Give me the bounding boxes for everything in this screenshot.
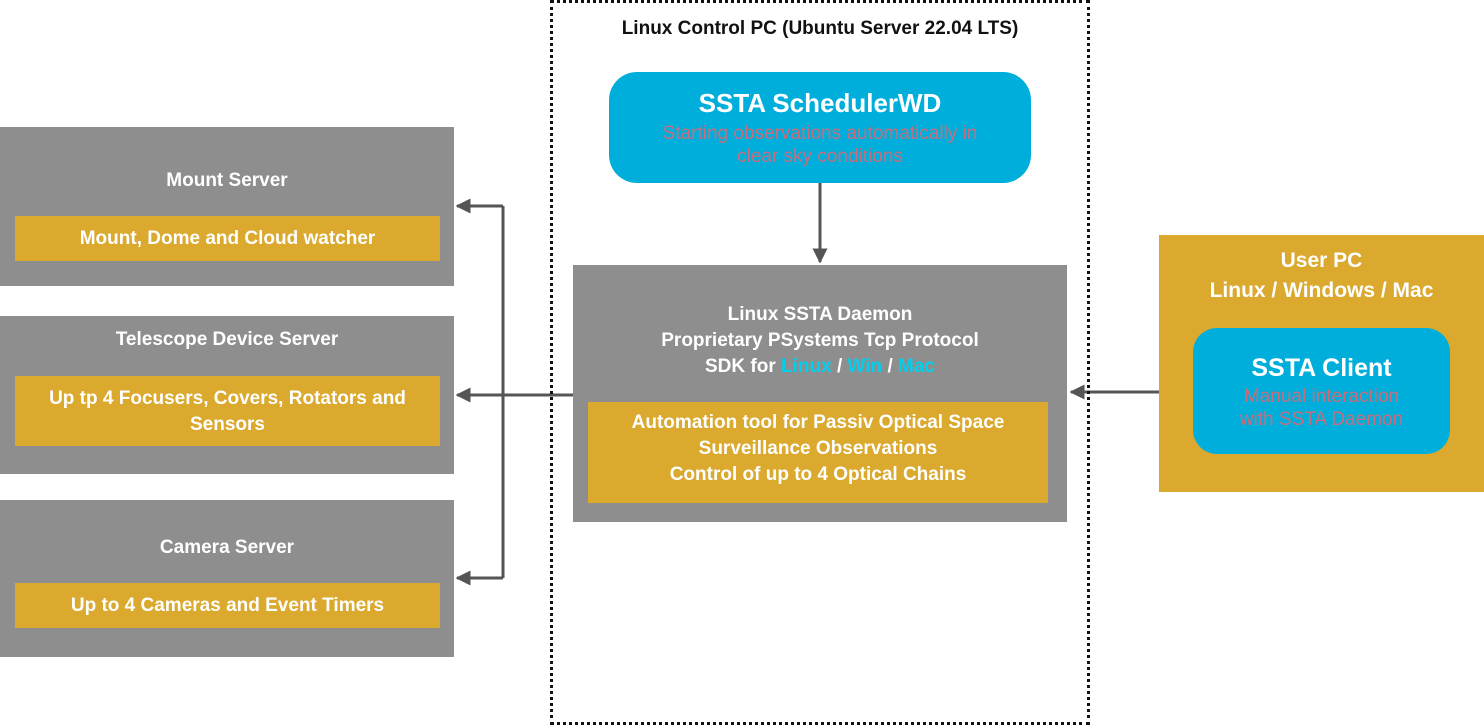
camera-server-title: Camera Server [159,537,295,558]
scheduler-box [609,72,1031,183]
camera-server-box [0,500,454,657]
mount-server-description-line: Mount, Dome and Cloud watcher [79,228,376,249]
scheduler-title: SSTA SchedulerWD [698,88,942,118]
ssta-client-description-line: Manual interaction [1243,386,1400,407]
ssta-client-box [1193,328,1450,454]
telescope-server-description-line: Sensors [190,414,265,435]
mount-server-title: Mount Server [166,170,288,191]
telescope-server-description: Up tp 4 Focusers, Covers, Rotators and S… [15,386,440,438]
sdk-platform-mac: Mac [898,356,935,377]
camera-server-description-line: Up to 4 Cameras and Event Timers [70,595,385,616]
daemon-header: Linux SSTA Daemon Proprietary PSystems T… [573,302,1067,380]
camera-server-description: Up to 4 Cameras and Event Timers [15,593,440,619]
ssta-client-title: SSTA Client [1251,354,1392,382]
sdk-prefix: SDK for [705,356,781,377]
user-pc-title-line: Linux / Windows / Mac [1209,279,1434,302]
linux-control-pc-title: Linux Control PC (Ubuntu Server 22.04 LT… [621,18,1019,39]
telescope-server-description-line: Up tp 4 Focusers, Covers, Rotators and [49,388,406,409]
daemon-description-line: Surveillance Observations [698,438,938,459]
daemon-description-line: Automation tool for Passiv Optical Space [631,412,1005,433]
scheduler-description: Starting observations automatically in c… [609,122,1031,168]
scheduler-description-line: clear sky conditions [737,146,903,167]
ssta-client-description-line: with SSTA Daemon [1239,409,1404,430]
sdk-platform-linux: Linux [781,356,832,377]
sdk-separator: / [882,356,899,377]
daemon-sdk-line: SDK for Linux / Win / Mac [573,354,1067,380]
mount-server-description: Mount, Dome and Cloud watcher [15,226,440,252]
mount-server-box [0,127,454,286]
user-pc-title-line: User PC [1280,249,1363,272]
mount-server-description-box [15,216,440,261]
user-pc-title: User PC Linux / Windows / Mac [1159,246,1484,306]
daemon-description-line: Control of up to 4 Optical Chains [669,464,967,485]
sdk-separator: / [831,356,848,377]
sdk-platform-win: Win [847,356,883,377]
daemon-description-box [588,402,1048,503]
telescope-server-description-box [15,376,440,446]
telescope-server-title: Telescope Device Server [115,329,339,350]
daemon-title: Linux SSTA Daemon [727,304,913,325]
ssta-client-description: Manual interaction with SSTA Daemon [1193,385,1450,431]
daemon-protocol: Proprietary PSystems Tcp Protocol [661,330,979,351]
camera-server-description-box [15,583,440,628]
daemon-description: Automation tool for Passiv Optical Space… [588,410,1048,488]
scheduler-description-line: Starting observations automatically in [662,123,978,144]
linux-control-pc-container [550,0,1090,725]
